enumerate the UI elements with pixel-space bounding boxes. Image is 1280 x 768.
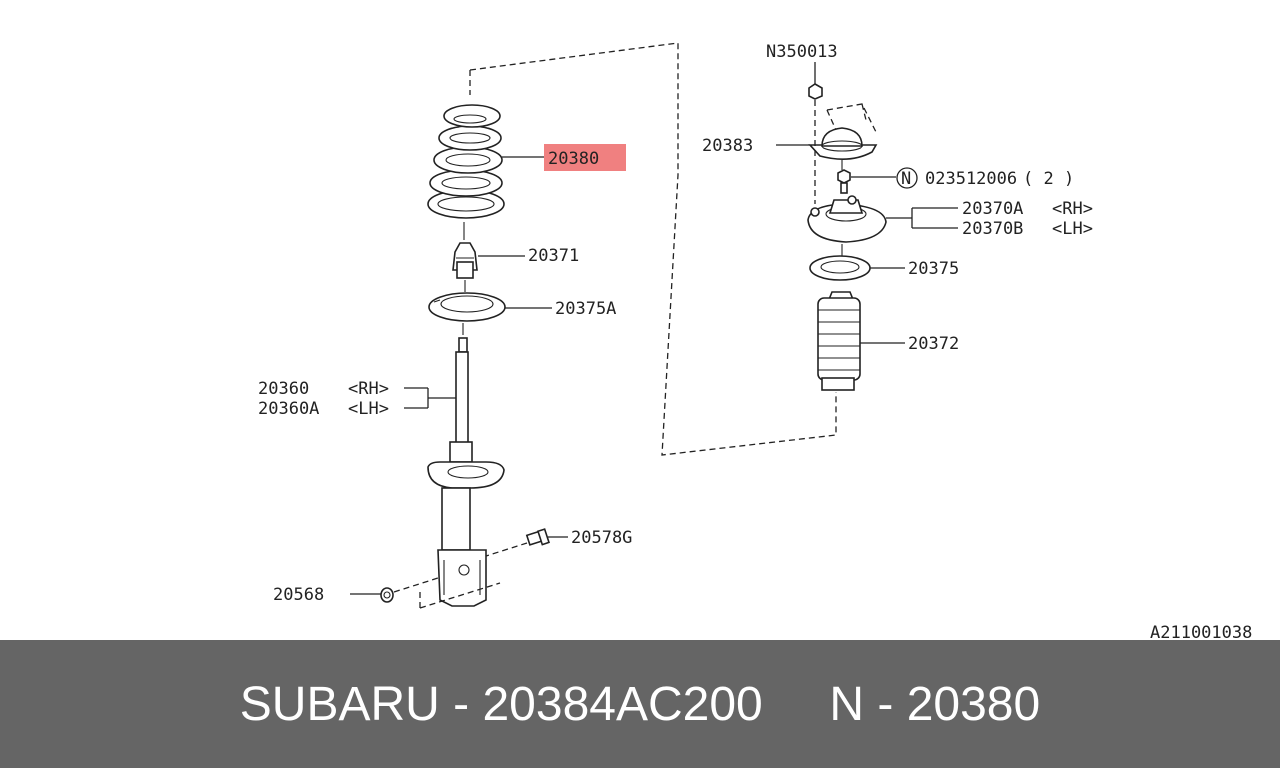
callout-rh-left: <RH> [348,379,389,399]
callout-lh-right: <LH> [1052,219,1093,239]
strut-mount [807,195,887,243]
dust-boot [817,291,861,391]
parts-diagram: 20380 20371 20375A 20360 <RH> 20360A <LH… [258,42,1252,640]
n-marker-circle [896,167,918,189]
callout-20568: 20568 [273,585,324,605]
callout-20370a: 20370A [962,199,1023,219]
strut-cap [808,127,878,160]
callout-n-marker: N [901,169,911,189]
callout-20360a: 20360A [258,399,319,419]
spring-seat-rubber [428,292,506,322]
callout-20375a: 20375A [555,299,616,319]
strut-assembly [427,337,505,607]
cap-guide-lines [826,103,877,133]
callout-20383: 20383 [702,136,753,156]
callout-highlight [544,144,626,171]
upper-spring-seat [809,255,871,281]
bump-stopper [452,242,478,279]
assembly-link-line [469,42,837,456]
callout-20372: 20372 [908,334,959,354]
callout-20370b: 20370B [962,219,1023,239]
coil-spring [427,104,505,219]
callout-20360: 20360 [258,379,309,399]
callout-023512006: 023512006 [925,169,1017,189]
top-nut [808,83,823,100]
callout-20371: 20371 [528,246,579,266]
callout-20375: 20375 [908,259,959,279]
callout-20380: 20380 [548,149,599,169]
callout-20578g: 20578G [571,528,632,548]
knuckle-bolt [525,528,550,546]
mount-bolt [837,169,851,194]
callout-n350013: N350013 [766,42,838,62]
knuckle-nut [380,587,394,603]
callout-rh-right: <RH> [1052,199,1093,219]
footer-text: SUBARU - 20384AC200 N - 20380 [239,677,1041,731]
callout-qty: ( 2 ) [1023,169,1074,189]
callout-lh-left: <LH> [348,399,389,419]
drawing-code: A211001038 [1150,623,1252,640]
part-number-footer: SUBARU - 20384AC200 N - 20380 [0,640,1280,768]
